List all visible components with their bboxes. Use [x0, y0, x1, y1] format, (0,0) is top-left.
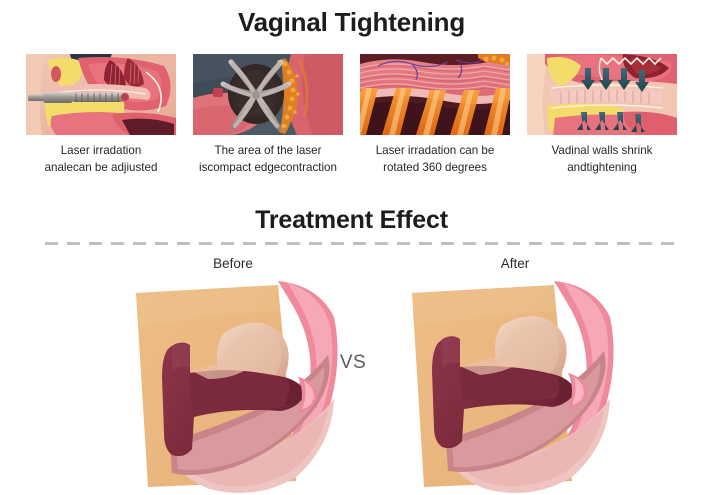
caption-2: The area of the laser iscompact edgecont…: [193, 143, 343, 176]
caption-3-line-1: Laser irradation can be: [375, 144, 495, 157]
caption-2-line-2: iscompact edgecontraction: [199, 160, 337, 174]
step-item-1: [26, 54, 176, 136]
endoscopic-star-applicator-image: [193, 54, 343, 135]
caption-2-line-1: The area of the laser: [214, 144, 322, 157]
label-after: After: [500, 256, 530, 271]
mucosa-laser-beams-image: [360, 54, 510, 135]
caption-3-line-2: rotated 360 degrees: [383, 160, 487, 174]
caption-4-line-1: Vadinal walls shrink: [551, 144, 653, 157]
caption-1: Laser irradation analecan be adjiusted: [26, 143, 176, 176]
caption-1-line-1: Laser irradation: [60, 144, 142, 157]
step-image-strip: [0, 54, 703, 136]
caption-1-line-2: analecan be adjiusted: [44, 160, 158, 174]
step-captions: Laser irradation analecan be adjiusted T…: [0, 143, 703, 176]
step-item-2: [193, 54, 343, 136]
section-title-treatment-effect: Treatment Effect: [255, 206, 448, 234]
anatomy-probe-insertion-image: [26, 54, 176, 135]
step-item-3: [360, 54, 510, 136]
step-item-4: [527, 54, 677, 136]
label-before: Before: [213, 256, 253, 271]
anatomy-after-illustration: [404, 281, 619, 495]
vs-label: VS: [339, 352, 367, 373]
caption-3: Laser irradation can be rotated 360 degr…: [360, 143, 510, 176]
caption-4-line-2: andtightening: [567, 160, 637, 174]
page-title: Vaginal Tightening: [237, 7, 466, 37]
wall-shrink-arrows-image: [527, 54, 677, 135]
anatomy-before-illustration: [128, 281, 343, 495]
caption-4: Vadinal walls shrink andtightening: [527, 143, 677, 176]
section-divider: [45, 242, 680, 245]
